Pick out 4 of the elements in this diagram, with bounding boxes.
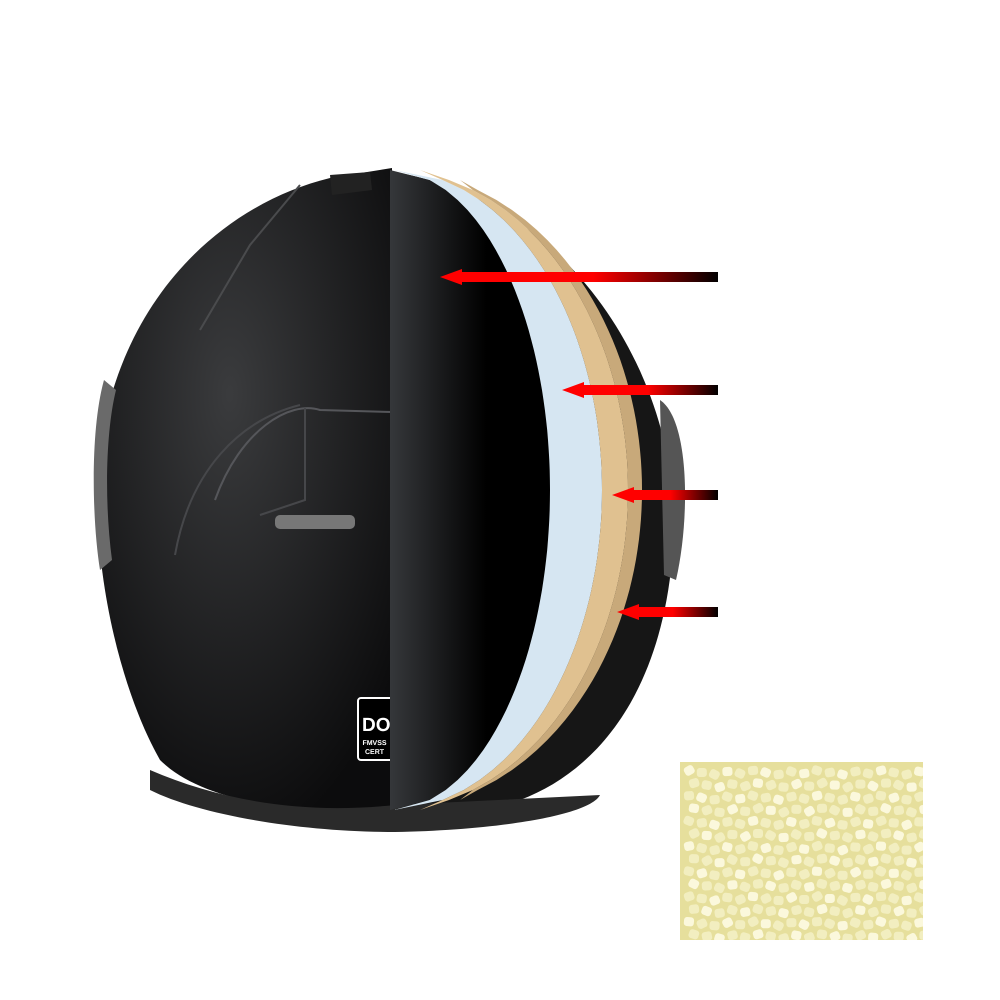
- leader-arrow: [612, 487, 718, 503]
- sticker-heading: DO: [362, 716, 388, 735]
- pellets-picture: [680, 762, 923, 940]
- leader-arrow: [617, 604, 718, 620]
